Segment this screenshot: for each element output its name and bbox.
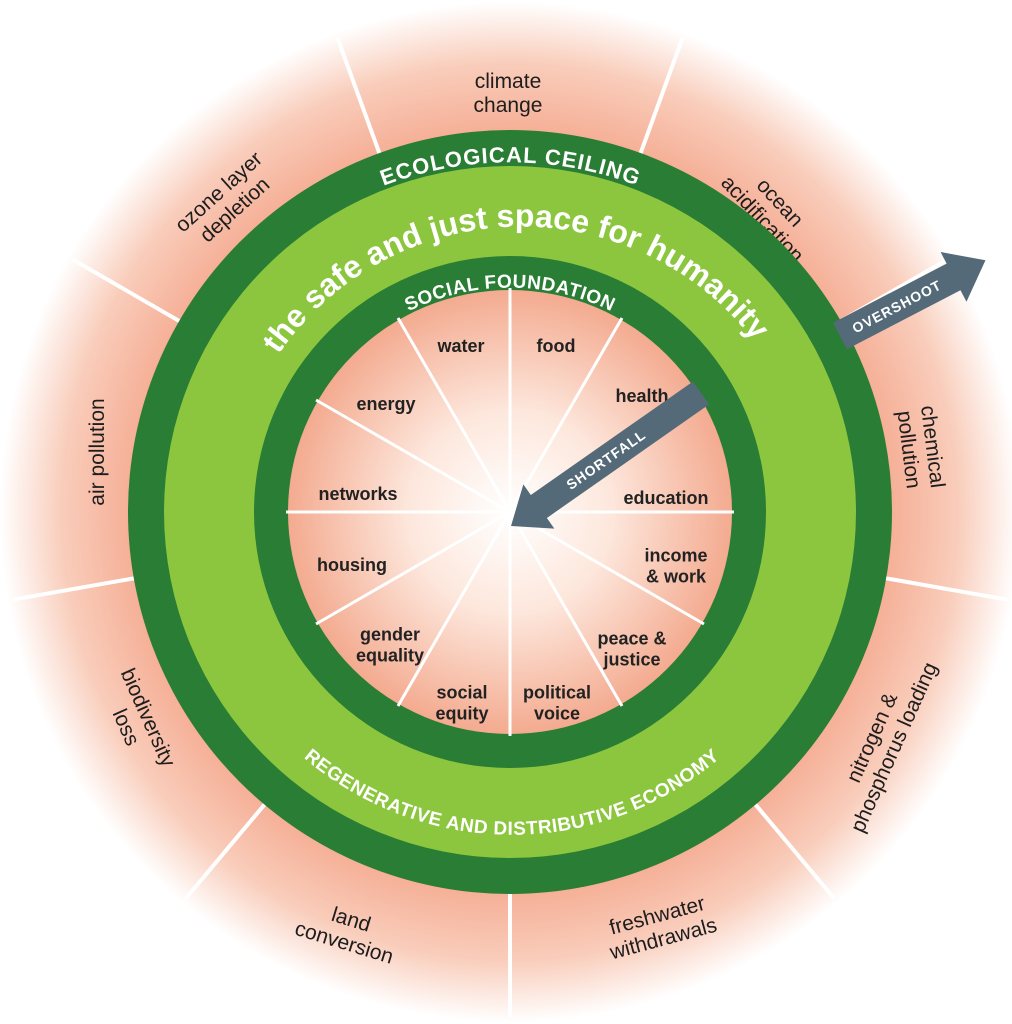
- foundation-label-networks-line: networks: [318, 484, 397, 504]
- foundation-divider: [508, 317, 624, 513]
- foundation-label-income-and-work-line: & work: [646, 566, 707, 586]
- foundation-label-gender-equality-line: equality: [356, 645, 424, 665]
- foundation-divider: [396, 317, 512, 513]
- ceiling-label-air-pollution: air pollution: [86, 398, 109, 505]
- foundation-label-peace-and-justice-line: justice: [602, 649, 660, 669]
- overshoot-arrow-shape: [833, 252, 986, 350]
- foundation-label-peace-and-justice: peace &justice: [597, 628, 666, 669]
- foundation-divider: [396, 511, 512, 707]
- ceiling-label-chemical-pollution: chemicalpollution: [892, 404, 949, 492]
- foundation-label-peace-and-justice-line: peace &: [597, 628, 666, 648]
- foundation-divider: [315, 510, 511, 626]
- foundation-dimension-labels: food health education income& work peace &ju…: [317, 336, 709, 724]
- foundation-label-water-line: water: [436, 336, 484, 356]
- foundation-dividers: [286, 288, 734, 736]
- foundation-label-networks: networks: [318, 484, 397, 504]
- ceiling-dividers: [12, 36, 1008, 1017]
- ceiling-divider: [335, 36, 386, 165]
- foundation-label-health: health: [615, 386, 668, 406]
- foundation-label-social-equity-line: equity: [435, 703, 488, 723]
- ceiling-divider: [12, 574, 146, 602]
- foundation-label-energy-line: energy: [356, 394, 415, 414]
- foundation-divider: [315, 398, 511, 514]
- foundation-divider: [509, 510, 705, 626]
- foundation-label-health-line: health: [615, 386, 668, 406]
- foundation-label-water: water: [436, 336, 484, 356]
- ceiling-divider: [183, 794, 274, 901]
- ceiling-divider: [634, 36, 685, 165]
- foundation-label-social-equity-line: social: [436, 682, 487, 702]
- foundation-label-food-line: food: [537, 336, 576, 356]
- foundation-label-energy: energy: [356, 394, 415, 414]
- foundation-label-gender-equality-line: gender: [360, 624, 420, 644]
- foundation-label-education-line: education: [623, 488, 708, 508]
- foundation-label-housing: housing: [317, 555, 387, 575]
- ceiling-divider: [746, 794, 837, 901]
- foundation-label-political-voice-line: political: [523, 682, 591, 702]
- foundation-label-income-and-work: income& work: [644, 545, 707, 586]
- ceiling-label-climate-change-line: change: [474, 94, 543, 117]
- foundation-label-income-and-work-line: income: [644, 545, 707, 565]
- foundation-label-food: food: [537, 336, 576, 356]
- foundation-divider: [508, 511, 624, 707]
- foundation-label-education: education: [623, 488, 708, 508]
- foundation-label-housing-line: housing: [317, 555, 387, 575]
- ceiling-divider: [874, 574, 1008, 602]
- ceiling-label-air-pollution-line: air pollution: [86, 398, 109, 505]
- foundation-label-political-voice-line: voice: [534, 703, 580, 723]
- ceiling-divider: [71, 257, 191, 329]
- ceiling-label-climate-change-line: climate: [475, 70, 542, 93]
- shortfall-arrow-shape: [511, 381, 710, 529]
